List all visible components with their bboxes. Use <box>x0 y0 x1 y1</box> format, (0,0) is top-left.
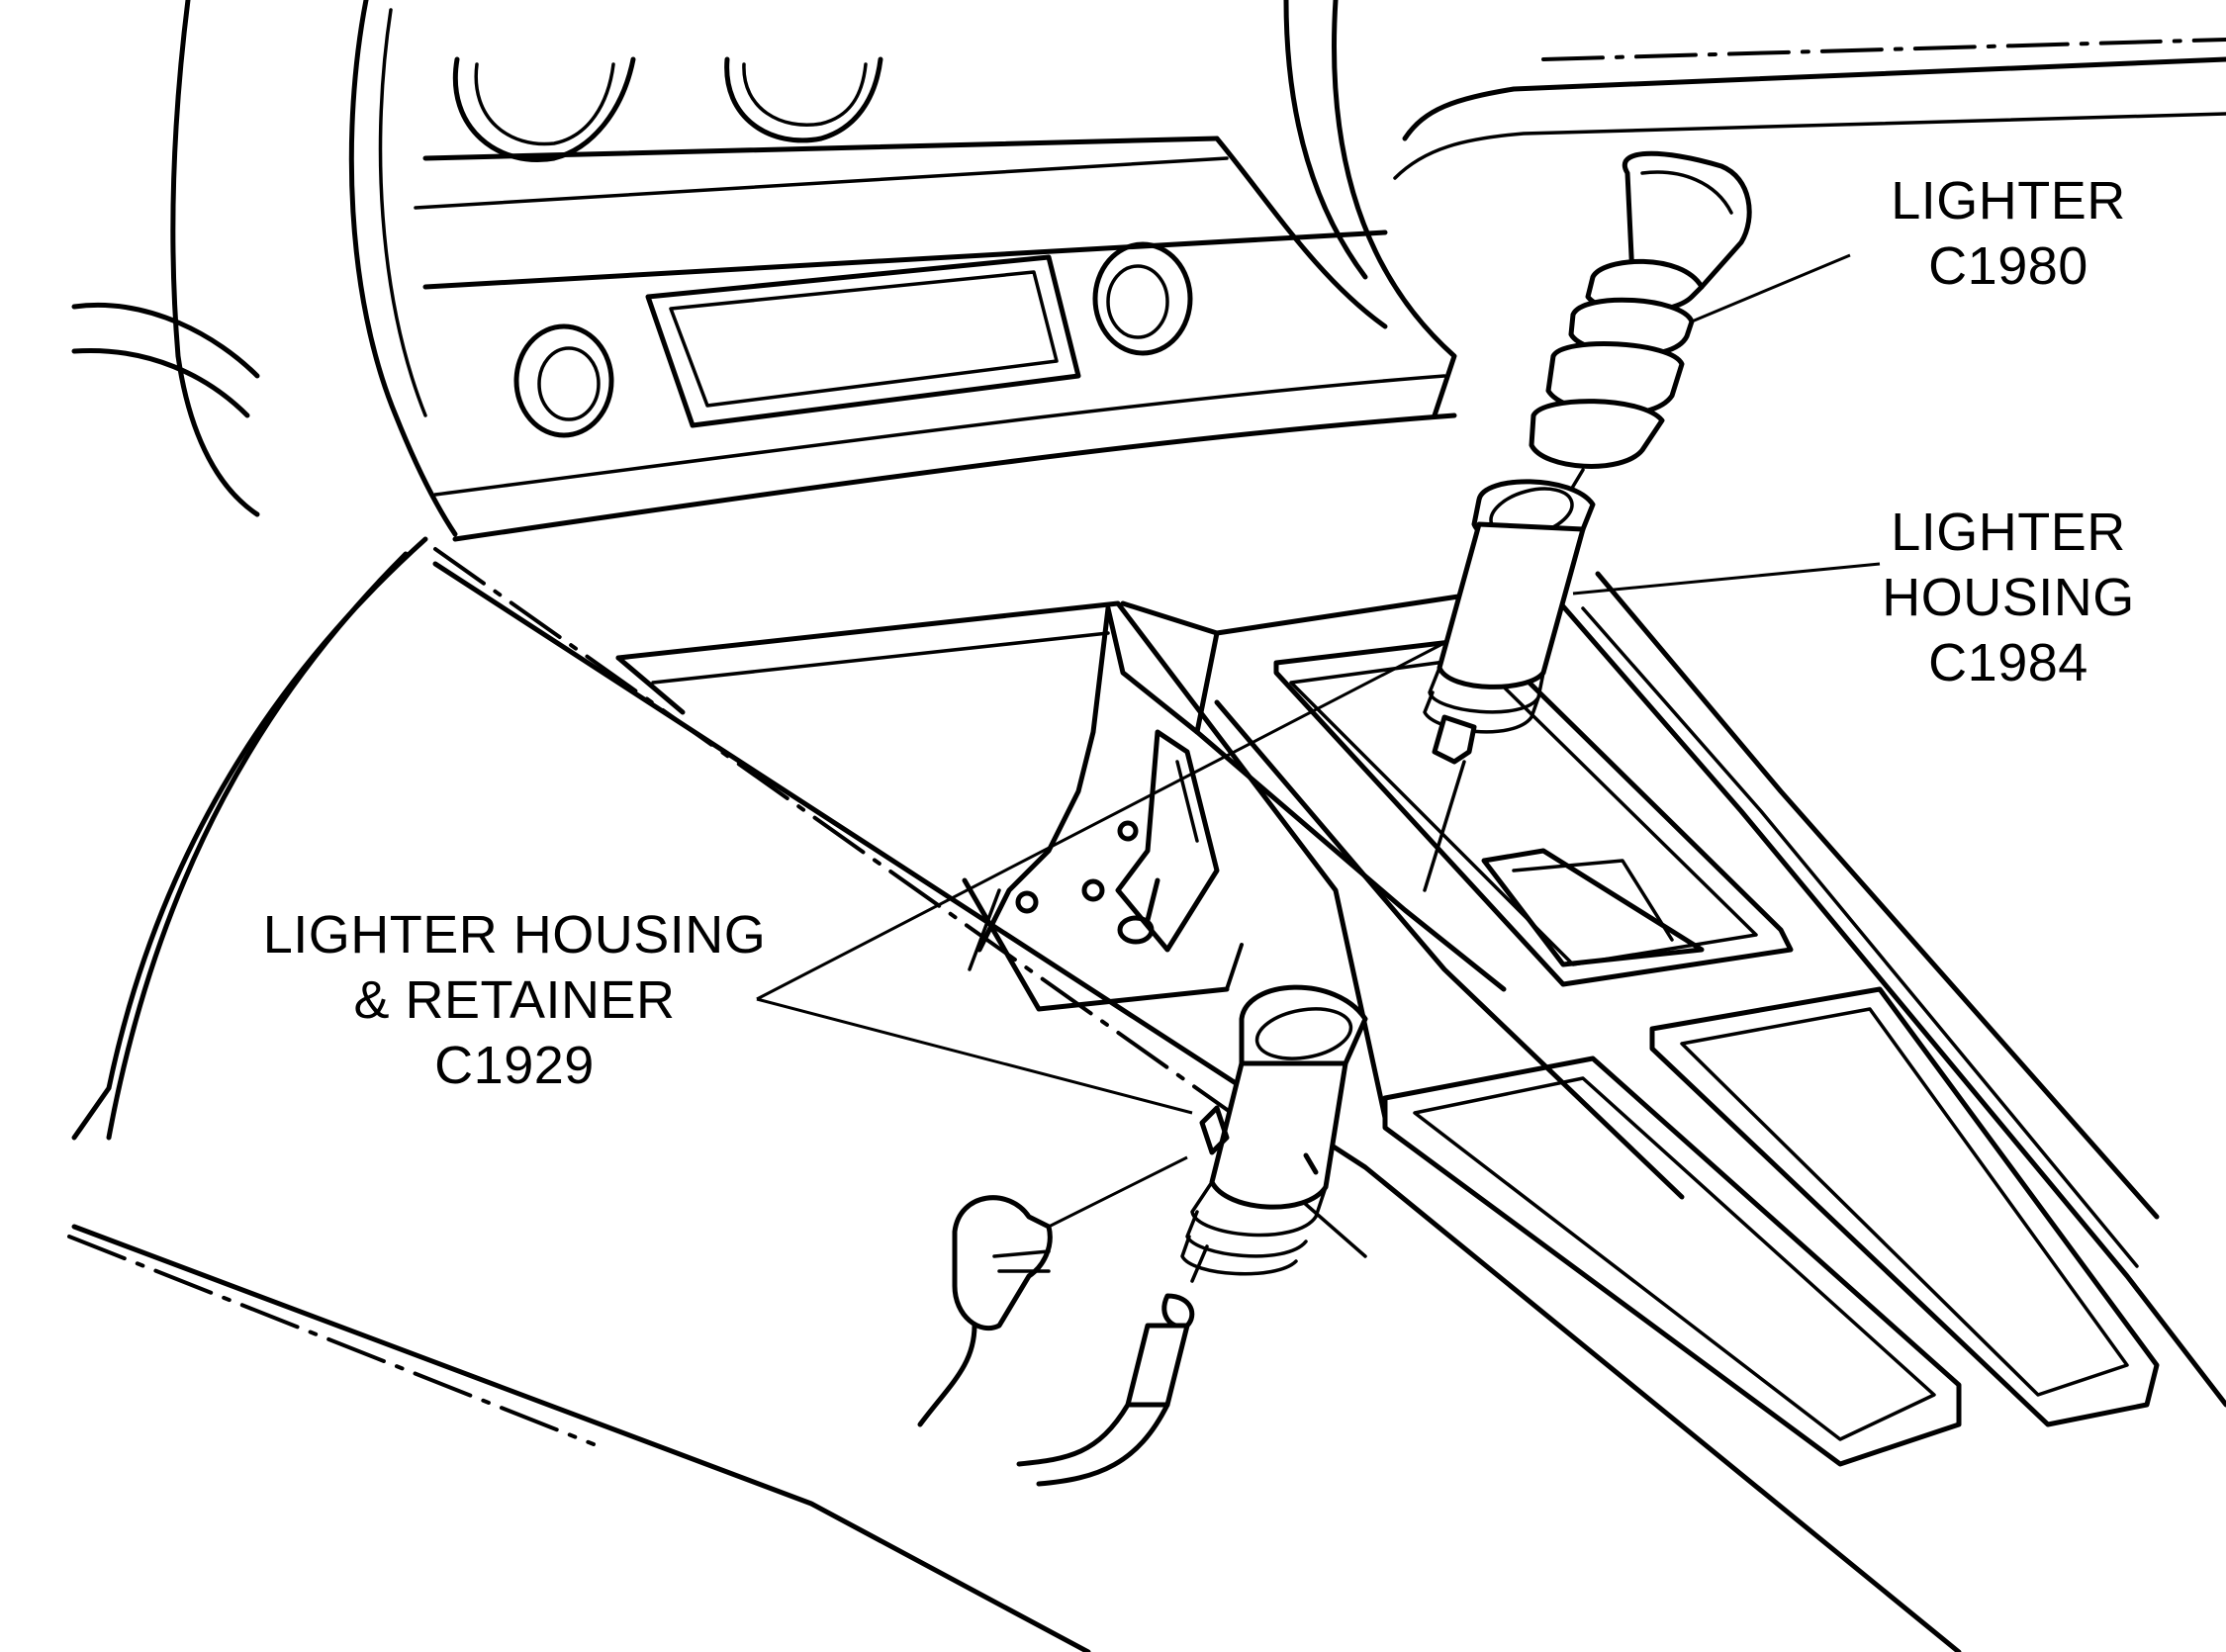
callout-lighter-part-number: C1980 <box>1928 236 2088 296</box>
wire-connector <box>917 1155 1209 1487</box>
callout-housing-retainer-line2: & RETAINER <box>353 970 676 1030</box>
gauge-openings <box>452 56 883 162</box>
callout-lighter-housing: LIGHTER HOUSING C1984 <box>1860 500 2157 695</box>
callout-lighter-housing-part-number: C1984 <box>1928 633 2088 692</box>
housing-retainer-part <box>1180 984 1368 1276</box>
callout-housing-retainer: LIGHTER HOUSING & RETAINER C1929 <box>237 902 791 1098</box>
lighter-knob-part <box>1529 150 1752 497</box>
dashboard-outline <box>71 0 2226 542</box>
lower-panel <box>67 536 1962 1652</box>
radio-panel <box>513 241 1193 438</box>
callout-housing-retainer-part-number: C1929 <box>434 1036 595 1095</box>
leader-lines <box>756 253 1881 1115</box>
console <box>615 571 2226 1467</box>
callout-lighter-name: LIGHTER <box>1891 171 2126 230</box>
callout-lighter-housing-line2: HOUSING <box>1882 568 2135 627</box>
callout-lighter-housing-line1: LIGHTER <box>1891 503 2126 562</box>
lighter-housing-part <box>1423 479 1596 892</box>
callout-housing-retainer-line1: LIGHTER HOUSING <box>262 905 767 964</box>
callout-lighter: LIGHTER C1980 <box>1860 168 2157 299</box>
